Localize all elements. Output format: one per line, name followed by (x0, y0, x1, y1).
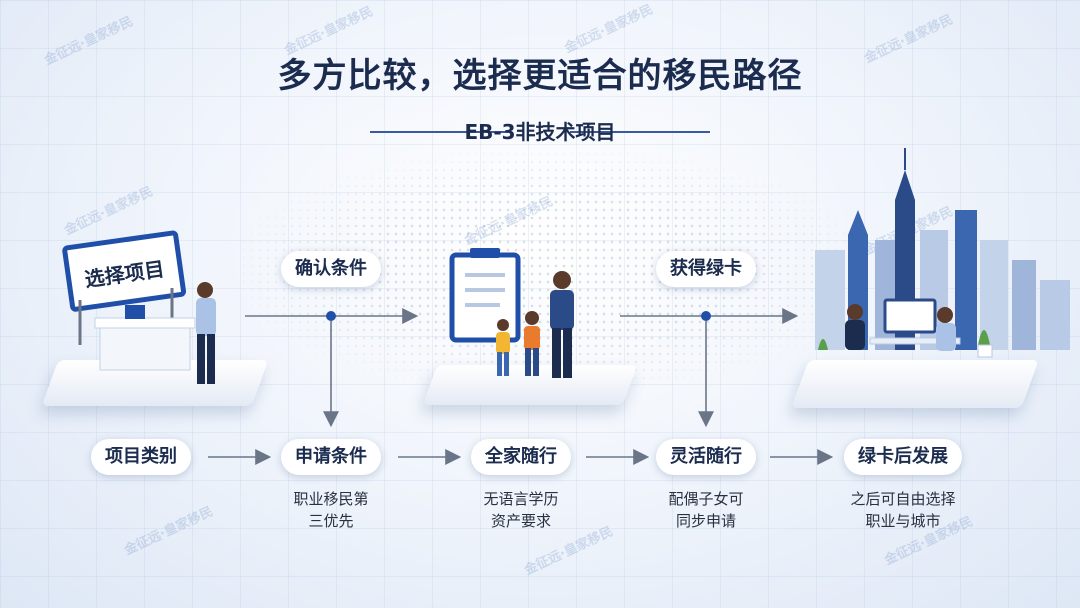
subtitle-right-line (570, 131, 710, 133)
family-document-illustration (449, 248, 574, 378)
step-flexible-accompany: 灵活随行 (656, 439, 756, 475)
desc-flexible-accompany: 配偶子女可 同步申请 (668, 490, 744, 530)
step-post-green-card: 绿卡后发展 (844, 439, 962, 475)
subtitle: EB-3非技术项目 (464, 120, 616, 144)
person-at-desk-illustration: 选择项目 (62, 230, 216, 384)
subtitle-left-line (370, 131, 510, 133)
desc-post-green-card: 之后可自由选择 职业与城市 (850, 490, 956, 530)
page-title: 多方比较，选择更适合的移民路径 (277, 56, 803, 96)
step-project-category: 项目类别 (91, 439, 191, 475)
step-family-accompany: 全家随行 (471, 439, 571, 475)
obtain-green-card-label: 获得绿卡 (656, 251, 756, 287)
step-application-conditions: 申请条件 (281, 439, 381, 475)
city-office-illustration (815, 148, 1070, 358)
desc-application-conditions: 职业移民第 三优先 (293, 490, 369, 530)
confirm-conditions-label: 确认条件 (281, 251, 381, 287)
subtitle-wrap: EB-3非技术项目 (0, 116, 1080, 145)
desc-family-accompany: 无语言学历 资产要求 (483, 490, 559, 530)
